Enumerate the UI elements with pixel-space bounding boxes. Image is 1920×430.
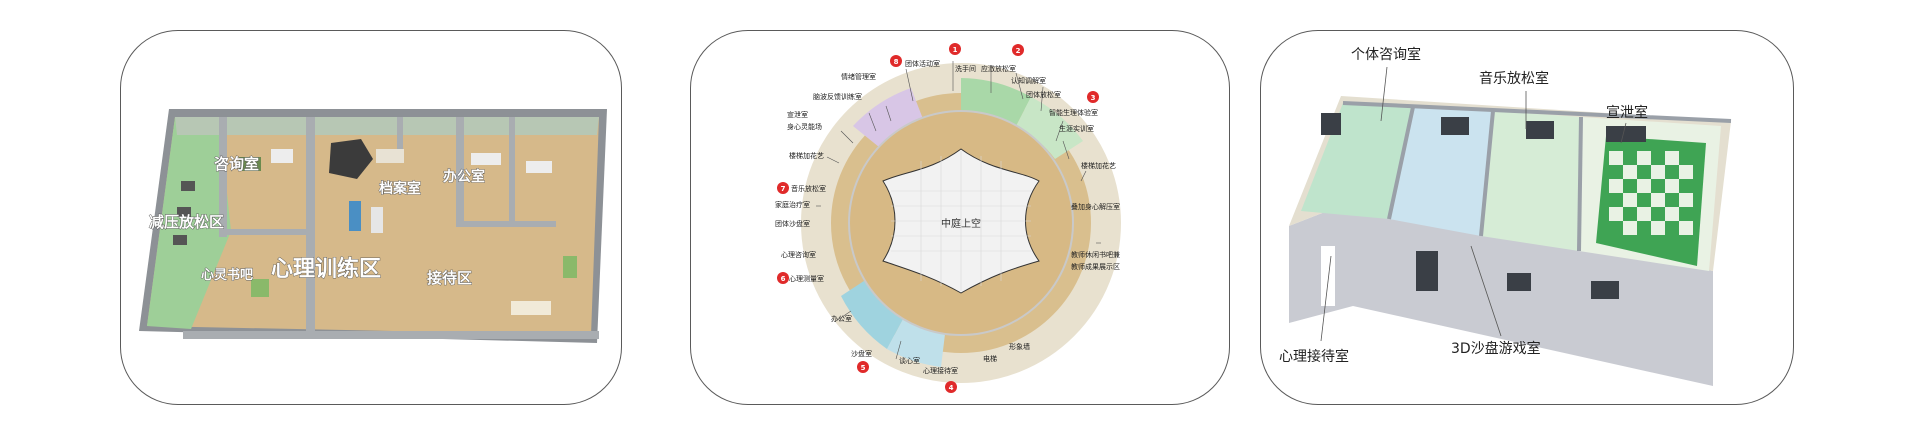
label-xinling: 心灵书吧 <box>201 267 253 283</box>
floorplan-3-drawing: 个体咨询室 音乐放松室 宣泄室 心理接待室 3D沙盘游戏室 <box>1279 46 1732 386</box>
label-jiedai: 接待区 <box>427 269 472 287</box>
badge-1: 1 <box>953 46 958 54</box>
label-l27: 心理接待室 <box>923 366 958 375</box>
label-l6: 团体放松室 <box>1026 90 1061 99</box>
interior-walls <box>183 117 599 339</box>
checker-floor <box>1596 136 1706 266</box>
label-l7: 脑波反馈训练室 <box>813 92 862 101</box>
label-l17: 团体沙盘室 <box>775 219 810 228</box>
badges: 1 2 3 8 7 6 5 4 <box>777 43 1099 393</box>
atrium-grid <box>891 151 1031 291</box>
label-l8: 智能生理体验室 <box>1049 108 1098 117</box>
front-wall <box>1289 201 1713 386</box>
label-bangongshi: 办公室 <box>443 168 485 185</box>
floorplan-1-drawing: 咨询室 档案室 办公室 减压放松区 心灵书吧 心理训练区 接待区 <box>139 109 607 343</box>
back-wall <box>175 117 599 135</box>
label-l1: 团体活动室 <box>905 59 940 68</box>
label-geti: 个体咨询室 <box>1351 46 1421 63</box>
badge-3: 3 <box>1091 94 1096 102</box>
label-l20: 教师休闲书吧兼 <box>1071 250 1120 259</box>
badge-8: 8 <box>894 58 899 66</box>
label-l21: 教师成果展示区 <box>1071 262 1120 271</box>
label-l13: 楼梯加花艺 <box>1081 161 1116 170</box>
badge-4: 4 <box>949 384 954 392</box>
label-dangganshi: 档案室 <box>379 180 421 197</box>
label-jianya: 减压放松区 <box>149 213 224 231</box>
label-xuanxie: 宣泄室 <box>1606 104 1648 121</box>
badge-6: 6 <box>781 275 786 283</box>
label-l25: 电梯 <box>983 354 997 363</box>
doors-windows <box>1321 113 1646 299</box>
room-geti <box>1301 103 1413 219</box>
floorplan-2-drawing: 中庭上空 团体活动室 洗手间 应激放松室 情绪管理室 认知调解室 团体放松室 脑… <box>775 43 1121 393</box>
leader-lines-3 <box>1320 66 1627 342</box>
badge-5: 5 <box>861 364 866 372</box>
label-l9: 宣泄室 <box>787 110 808 119</box>
badge-7: 7 <box>781 185 786 193</box>
label-l5: 认知调解室 <box>1011 76 1046 85</box>
label-l3: 应激放松室 <box>981 64 1016 73</box>
leader-lines <box>816 61 1101 360</box>
room-yinyue <box>1481 111 1581 251</box>
furniture <box>173 139 577 315</box>
label-zixunshi: 咨询室 <box>214 155 259 173</box>
label-l15: 家庭治疗室 <box>775 200 810 209</box>
label-l18: 心理咨询室 <box>781 250 816 259</box>
label-yinyue: 音乐放松室 <box>1479 70 1549 87</box>
label-l4: 情绪管理室 <box>841 72 876 81</box>
label-l11: 身心灵能场 <box>787 122 822 131</box>
label-l22: 办公室 <box>831 314 852 323</box>
label-l16: 叠加身心解压室 <box>1071 202 1120 211</box>
floorplan-panel-1: 咨询室 档案室 办公室 减压放松区 心灵书吧 心理训练区 接待区 <box>120 30 622 405</box>
atrium-label: 中庭上空 <box>941 217 981 230</box>
entry-door <box>1321 246 1335 306</box>
label-l26: 形象墙 <box>1009 342 1030 351</box>
green-zone <box>147 117 231 329</box>
room-shapan <box>1389 107 1493 236</box>
label-l12: 楼梯加花艺 <box>789 151 824 160</box>
label-jiedai: 心理接待室 <box>1279 348 1349 365</box>
label-xunlian: 心理训练区 <box>271 256 381 282</box>
floorplan-panel-2: 中庭上空 团体活动室 洗手间 应激放松室 情绪管理室 认知调解室 团体放松室 脑… <box>690 30 1230 405</box>
walls <box>1342 101 1732 252</box>
label-shapan: 3D沙盘游戏室 <box>1451 340 1541 357</box>
label-l19: 心理测量室 <box>789 274 824 283</box>
label-l2: 洗手间 <box>955 64 976 73</box>
badge-2: 2 <box>1016 47 1021 55</box>
label-l24: 谈心室 <box>899 356 920 365</box>
label-l10: 生涯实训室 <box>1059 124 1094 133</box>
label-l14: 音乐放松室 <box>791 184 826 193</box>
floorplan-panel-3: 个体咨询室 音乐放松室 宣泄室 心理接待室 3D沙盘游戏室 <box>1260 30 1794 405</box>
label-l23: 沙盘室 <box>851 349 872 358</box>
